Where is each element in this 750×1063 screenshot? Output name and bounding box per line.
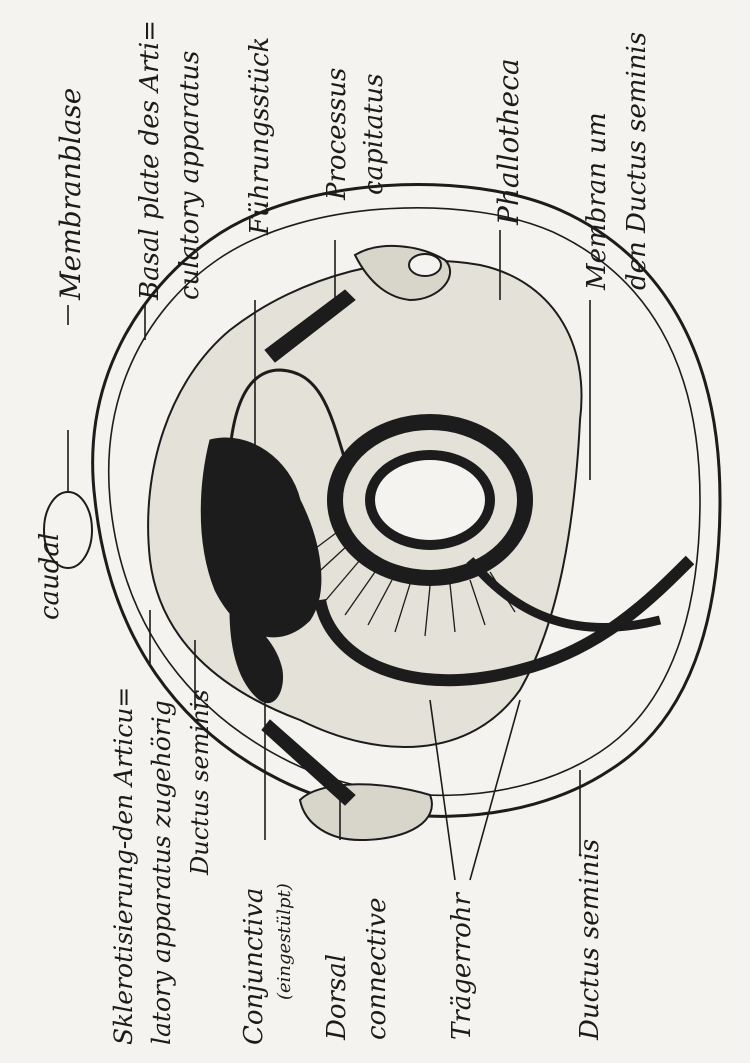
label-ductus-bottom: Ductus seminis — [575, 839, 605, 1041]
dorsal-connective — [300, 784, 432, 840]
label-processus-2: capitatus — [359, 73, 389, 195]
processus-head — [409, 254, 441, 276]
label-basal-plate-1: Basal plate des Arti= — [135, 20, 165, 301]
label-caudal: caudal — [35, 533, 65, 620]
label-processus-1: Processus — [322, 68, 352, 201]
label-sklero-2: latory apparatus zugehörig — [147, 700, 176, 1045]
label-dorsal-2: connective — [362, 898, 392, 1041]
label-sklero-1: Sklerotisierung-den Articu= — [109, 687, 138, 1045]
coil-inner — [370, 455, 490, 545]
label-dorsal-1: Dorsal — [322, 954, 352, 1041]
label-conjunctiva-2: (eingestülpt) — [274, 883, 295, 1000]
label-fuehrungsstueck: Führungsstück — [245, 37, 275, 236]
label-ductus-left: Ductus seminis — [186, 689, 214, 876]
label-membran-2: den Ductus seminis — [622, 32, 652, 290]
label-membran-1: Membran um — [582, 112, 612, 291]
label-basal-plate-2: culatory apparatus — [175, 51, 205, 300]
label-traegerrohr: Trägerrohr — [447, 891, 477, 1040]
label-phallotheca: Phallotheca — [492, 58, 525, 226]
label-conjunctiva-1: Conjunctiva — [239, 888, 269, 1045]
label-membranblase: Membranblase — [54, 88, 87, 301]
